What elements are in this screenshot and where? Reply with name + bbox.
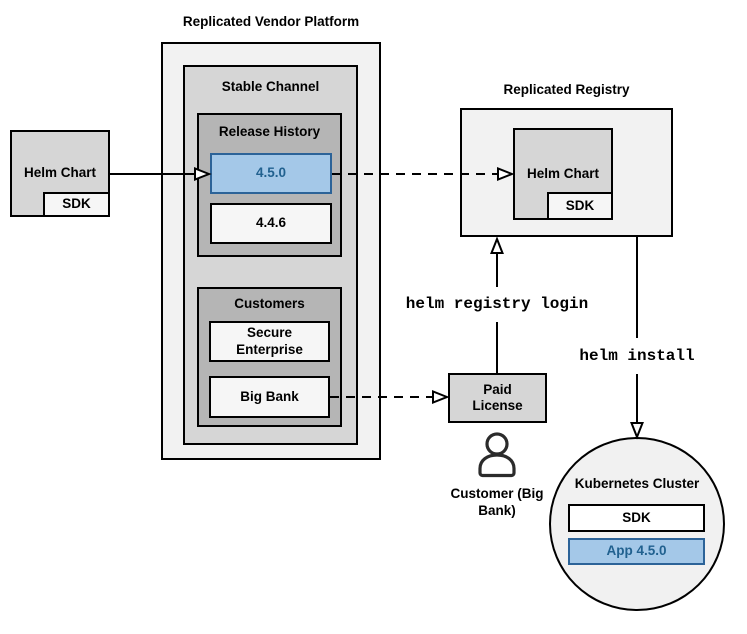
release-version-previous: 4.4.6 [210,203,332,244]
registry-sdk-label: SDK [565,197,595,213]
customer-secure-enterprise: Secure Enterprise [209,321,330,362]
helm-registry-login-label: helm registry login [403,295,591,313]
registry-title: Replicated Registry [503,82,630,97]
arrowhead-registry-to-cluster [630,422,644,440]
customer-secure-enterprise-label: Secure Enterprise [236,325,303,357]
source-sdk-label: SDK [62,196,91,212]
paid-license-label: Paid License [472,381,523,414]
registry-helm-chart-label: Helm Chart [526,165,599,181]
source-helm-chart-label: Helm Chart [23,165,96,181]
cluster-app-label: App 4.5.0 [606,543,667,559]
registry-sdk-box: SDK [547,192,613,220]
customers-title: Customers [234,296,305,311]
paid-license-box: Paid License [448,373,547,423]
helm-install-label: helm install [577,347,697,365]
arrowhead-license-to-registry [490,236,504,254]
customer-person-icon [478,432,516,478]
cluster-sdk-box: SDK [568,504,705,532]
platform-title: Replicated Vendor Platform [182,14,360,29]
customer-actor-label: Customer (Big Bank) [450,486,544,518]
customer-big-bank-label: Big Bank [240,388,299,404]
cluster-sdk-label: SDK [622,509,651,525]
source-sdk-box: SDK [43,192,110,217]
kubernetes-cluster-title: Kubernetes Cluster [574,476,700,491]
release-history-title: Release History [218,124,321,139]
release-version-previous-label: 4.4.6 [255,215,287,231]
stable-channel-title: Stable Channel [221,79,320,94]
cluster-app-box: App 4.5.0 [568,538,705,565]
customer-big-bank: Big Bank [209,376,330,418]
release-version-current: 4.5.0 [210,153,332,194]
release-version-current-label: 4.5.0 [255,165,287,181]
arrowhead-bigbank-to-license [432,390,450,404]
